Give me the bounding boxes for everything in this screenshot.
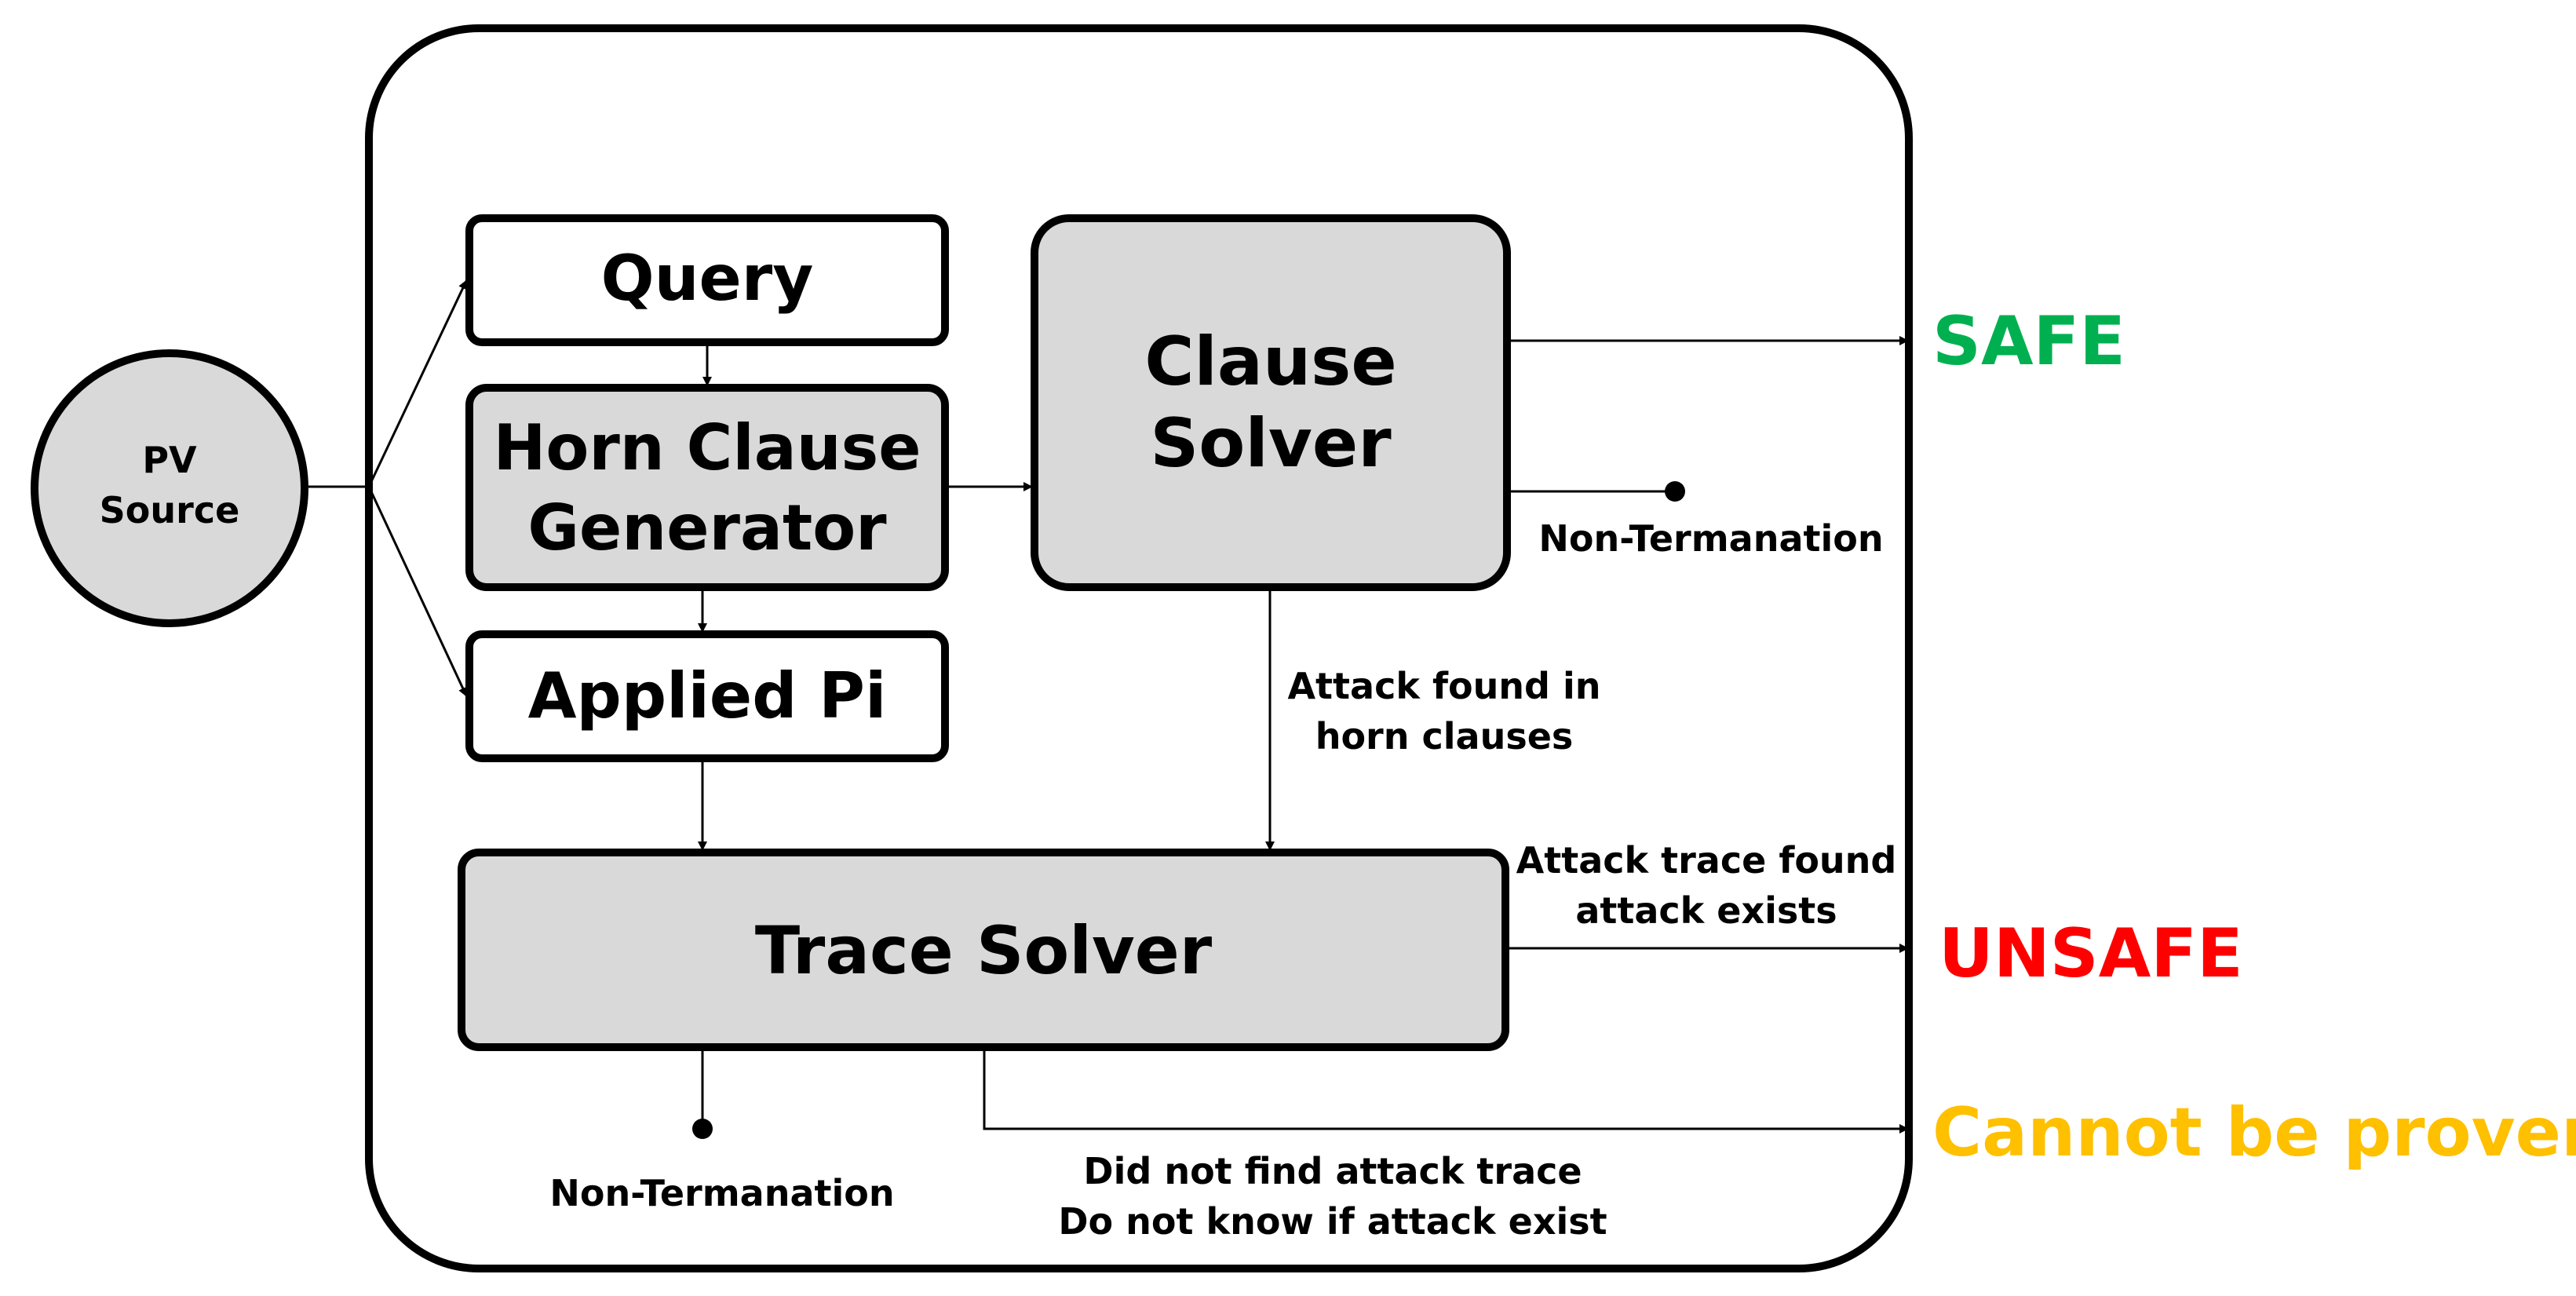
horn-clause-generator-node: Horn Clause Generator xyxy=(465,384,949,591)
pv-source-label-line2: Source xyxy=(100,489,240,531)
applied-pi-label: Applied Pi xyxy=(528,659,887,732)
edge-source-to-query xyxy=(367,279,468,487)
attack-trace-label-line2: attack exists xyxy=(1575,889,1837,932)
pv-source-circle xyxy=(31,349,308,627)
pv-source-label-line1: PV xyxy=(142,439,197,481)
outcome-safe: SAFE xyxy=(1932,302,2125,381)
outcome-cannot-be-proven: Cannot be proven xyxy=(1932,1093,2576,1172)
trace-solver-box xyxy=(458,849,1509,1051)
clause-solver-label-line1: Clause xyxy=(1144,323,1396,401)
edge-source-to-applied-pi xyxy=(367,486,468,697)
trace-solver-label: Trace Solver xyxy=(755,912,1213,989)
outcome-unsafe: UNSAFE xyxy=(1939,915,2243,993)
applied-pi-node: Applied Pi xyxy=(465,630,949,762)
applied-pi-box xyxy=(465,630,949,762)
no-trace-label-line1: Did not find attack trace xyxy=(1083,1150,1582,1192)
clause-solver-box xyxy=(1031,214,1511,591)
horn-clause-generator-box xyxy=(465,384,949,591)
query-label: Query xyxy=(601,242,814,315)
clause-solver-node: Clause Solver xyxy=(1031,214,1511,591)
horn-clause-generator-label-line1: Horn Clause xyxy=(493,411,921,484)
query-box xyxy=(465,214,949,346)
trace-non-termination-dot xyxy=(692,1119,713,1139)
clause-solver-label-line2: Solver xyxy=(1150,404,1392,483)
no-trace-label-line2: Do not know if attack exist xyxy=(1058,1200,1607,1243)
attack-horn-label-line2: horn clauses xyxy=(1315,715,1574,758)
edge-trace-to-unknown xyxy=(983,1050,1909,1134)
query-node: Query xyxy=(465,214,949,346)
trace-solver-node: Trace Solver xyxy=(458,849,1509,1051)
pv-source-node: PV Source xyxy=(31,349,308,627)
attack-horn-label-line1: Attack found in xyxy=(1287,665,1600,707)
clause-non-termination-dot xyxy=(1665,481,1685,502)
clause-non-termination-label: Non-Termanation xyxy=(1538,517,1883,560)
attack-trace-label-line1: Attack trace found xyxy=(1516,839,1897,882)
horn-clause-generator-label-line2: Generator xyxy=(527,491,887,564)
trace-non-termination-label: Non-Termanation xyxy=(549,1172,894,1214)
